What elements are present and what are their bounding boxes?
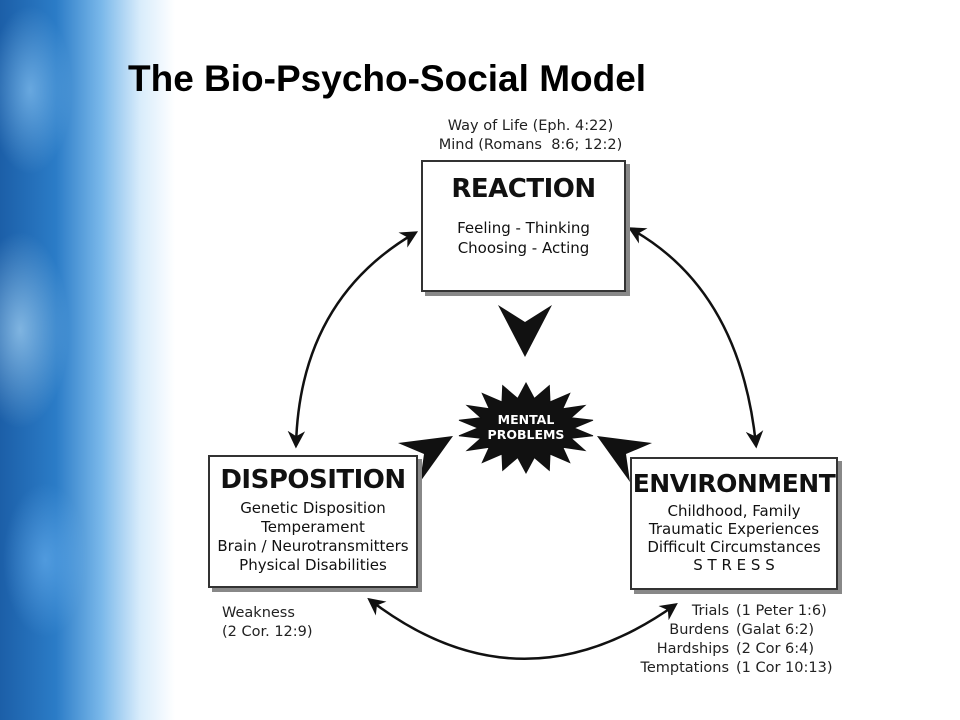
environment-ref-label-4: Temptations xyxy=(640,660,729,676)
environment-line-2: Traumatic Experiences xyxy=(648,520,820,538)
environment-ref-label-3: Hardships xyxy=(656,641,729,657)
environment-ref-verse-1: (1 Peter 1:6) xyxy=(736,603,827,619)
reaction-line-2: Choosing - Acting xyxy=(457,239,590,257)
environment-line-3: Difficult Circumstances xyxy=(647,538,821,556)
center-line-1: MENTAL xyxy=(497,412,555,427)
disposition-ref-2: (2 Cor. 12:9) xyxy=(222,624,313,640)
environment-ref-verses: (1 Peter 1:6) (Galat 6:2) (2 Cor 6:4) (1… xyxy=(736,602,833,678)
environment-ref-label-2: Burdens xyxy=(669,622,729,638)
decorative-blue-sidebar xyxy=(0,0,175,720)
environment-ref-labels: Trials Burdens Hardships Temptations xyxy=(624,602,729,678)
mental-problems-starburst xyxy=(458,381,594,475)
reaction-references: Way of Life (Eph. 4:22) Mind (Romans 8:6… xyxy=(433,117,628,155)
environment-ref-verse-3: (2 Cor 6:4) xyxy=(736,641,815,657)
slide-title: The Bio-Psycho-Social Model xyxy=(128,58,647,99)
disposition-ref-1: Weakness xyxy=(222,605,295,621)
environment-line-1: Childhood, Family xyxy=(667,502,801,520)
reaction-ref-2: Mind (Romans 8:6; 12:2) xyxy=(438,137,623,153)
reaction-ref-1: Way of Life (Eph. 4:22) xyxy=(447,118,614,134)
reaction-line-1: Feeling - Thinking xyxy=(457,219,590,237)
reaction-title: REACTION xyxy=(451,174,596,204)
environment-ref-verse-4: (1 Cor 10:13) xyxy=(736,660,833,676)
environment-ref-verse-2: (Galat 6:2) xyxy=(736,622,814,638)
center-line-2: PROBLEMS xyxy=(487,427,565,442)
center-label: MENTAL PROBLEMS xyxy=(474,412,578,442)
environment-line-4: S T R E S S xyxy=(693,556,775,574)
arrow-reaction-disposition xyxy=(287,231,419,449)
disposition-line-3: Brain / Neurotransmitters xyxy=(217,537,409,555)
disposition-box: DISPOSITION Genetic Disposition Temperam… xyxy=(208,455,418,588)
environment-title: ENVIRONMENT xyxy=(632,469,836,498)
chevron-right-icon xyxy=(398,436,453,482)
disposition-line-2: Temperament xyxy=(261,518,365,536)
chevron-down-icon xyxy=(498,305,552,357)
disposition-title: DISPOSITION xyxy=(220,465,406,495)
disposition-references: Weakness (2 Cor. 12:9) xyxy=(222,604,313,642)
arrow-reaction-environment xyxy=(627,227,764,449)
disposition-line-4: Physical Disabilities xyxy=(239,556,387,574)
arrow-disposition-environment xyxy=(367,597,678,660)
chevron-left-icon xyxy=(597,436,652,482)
reaction-box: REACTION Feeling - Thinking Choosing - A… xyxy=(421,160,626,292)
environment-box: ENVIRONMENT Childhood, Family Traumatic … xyxy=(630,457,838,590)
environment-ref-label-1: Trials xyxy=(691,603,729,619)
disposition-line-1: Genetic Disposition xyxy=(240,499,386,517)
